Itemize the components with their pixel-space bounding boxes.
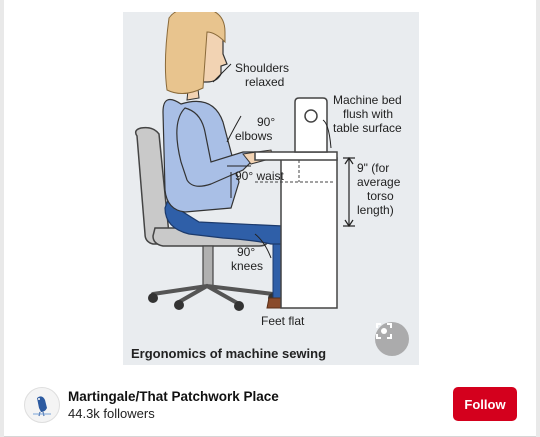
label-knees-deg: 90°: [237, 245, 255, 259]
sewing-table: [254, 97, 338, 309]
follow-button[interactable]: Follow: [453, 387, 517, 421]
label-height-2: average: [357, 175, 401, 189]
annotation-arrows: [212, 63, 332, 259]
label-waist: 90° waist: [235, 169, 284, 183]
label-feet: Feet flat: [261, 314, 305, 328]
label-shoulders-2: relaxed: [245, 75, 284, 89]
label-height-3: torso: [367, 189, 394, 203]
label-knees: knees: [231, 259, 263, 273]
label-elbows-deg: 90°: [257, 115, 275, 129]
label-machine-1: Machine bed: [333, 93, 402, 107]
visual-search-icon: [376, 323, 392, 339]
follower-count: 44.3k followers: [68, 405, 155, 421]
ergonomics-illustration: Shoulders relaxed 90° elbows Machine bed…: [131, 12, 402, 361]
label-machine-3: table surface: [333, 121, 402, 135]
creator-avatar[interactable]: [24, 387, 60, 423]
label-machine-2: flush with: [343, 107, 393, 121]
creator-info[interactable]: Martingale/That Patchwork Place 44.3k fo…: [24, 386, 279, 424]
seated-person: [162, 12, 292, 309]
visual-search-button[interactable]: [375, 322, 409, 356]
pin-image[interactable]: Shoulders relaxed 90° elbows Machine bed…: [123, 12, 419, 365]
label-shoulders-1: Shoulders: [235, 61, 289, 75]
diagram-caption: Ergonomics of machine sewing: [131, 346, 326, 361]
label-elbows: elbows: [235, 129, 272, 143]
diagram-labels: Shoulders relaxed 90° elbows Machine bed…: [131, 61, 402, 361]
creator-name[interactable]: Martingale/That Patchwork Place: [68, 388, 279, 404]
bird-logo-icon: [33, 396, 51, 417]
label-height-4: length): [357, 203, 394, 217]
height-measure: [343, 156, 355, 228]
label-height-1: 9" (for: [357, 161, 389, 175]
